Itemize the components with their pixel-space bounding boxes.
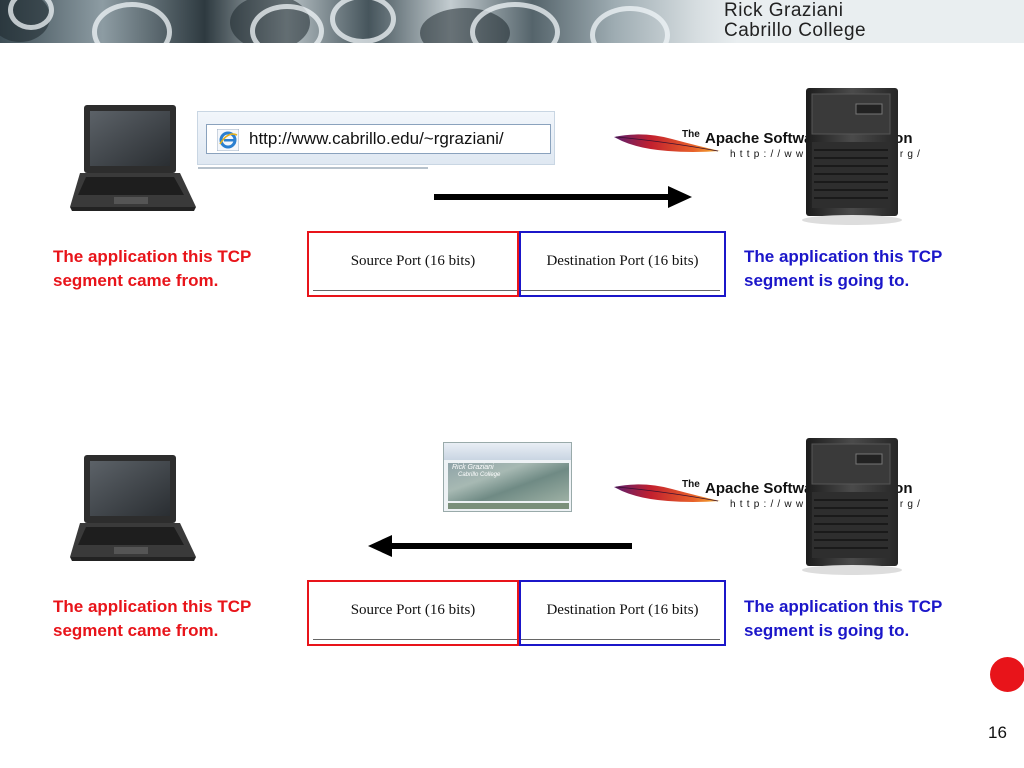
client-laptop-icon bbox=[70, 455, 196, 561]
source-port-field: Source Port (16 bits) bbox=[307, 580, 519, 646]
thumbnail-toolbar bbox=[444, 443, 571, 460]
page-number: 16 bbox=[988, 723, 1007, 742]
web-server-icon bbox=[802, 438, 902, 575]
author-name: Rick Graziani bbox=[724, 0, 844, 21]
client-laptop-icon bbox=[70, 105, 196, 211]
thumbnail-hero bbox=[448, 463, 569, 501]
banner-decoration bbox=[330, 0, 396, 43]
divider bbox=[313, 290, 517, 291]
destination-caption: The application this TCP segment is goin… bbox=[744, 597, 943, 640]
banner-decoration bbox=[8, 0, 54, 30]
banner-title: Rick Graziani Cabrillo College bbox=[724, 1, 866, 41]
logo-the: The bbox=[682, 129, 700, 140]
source-port-label: Source Port (16 bits) bbox=[350, 253, 476, 269]
thumbnail-subtitle: Cabrillo College bbox=[458, 472, 501, 478]
source-port-label: Source Port (16 bits) bbox=[350, 602, 476, 618]
thumbnail-title: Rick Graziani bbox=[452, 464, 494, 471]
source-caption: The application this TCP segment came fr… bbox=[53, 597, 252, 640]
destination-port-label: Destination Port (16 bits) bbox=[546, 602, 699, 618]
destination-port-label: Destination Port (16 bits) bbox=[546, 253, 699, 269]
arrow-right-icon bbox=[434, 186, 692, 208]
divider bbox=[521, 639, 720, 640]
record-indicator[interactable] bbox=[990, 657, 1024, 692]
apache-feather-icon bbox=[614, 134, 720, 152]
destination-caption: The application this TCP segment is goin… bbox=[744, 247, 943, 290]
banner-decoration bbox=[250, 4, 324, 43]
source-caption: The application this TCP segment came fr… bbox=[53, 247, 252, 290]
header-banner: Rick Graziani Cabrillo College bbox=[0, 0, 1024, 43]
internet-explorer-icon bbox=[217, 129, 239, 151]
banner-decoration bbox=[470, 2, 560, 43]
banner-decoration bbox=[590, 6, 670, 43]
url-field[interactable]: http://www.cabrillo.edu/~rgraziani/ bbox=[206, 124, 551, 154]
banner-decoration bbox=[92, 2, 172, 43]
destination-port-field: Destination Port (16 bits) bbox=[519, 580, 726, 646]
divider bbox=[521, 290, 720, 291]
apache-feather-icon bbox=[614, 484, 720, 502]
browser-address-bar: http://www.cabrillo.edu/~rgraziani/ bbox=[197, 111, 555, 165]
url-text: http://www.cabrillo.edu/~rgraziani/ bbox=[249, 129, 504, 148]
college-name: Cabrillo College bbox=[724, 20, 867, 41]
destination-port-field: Destination Port (16 bits) bbox=[519, 231, 726, 297]
divider bbox=[198, 167, 428, 169]
logo-the: The bbox=[682, 479, 700, 490]
arrow-left-icon bbox=[368, 535, 632, 557]
web-server-icon bbox=[802, 88, 902, 225]
divider bbox=[313, 639, 517, 640]
source-port-field: Source Port (16 bits) bbox=[307, 231, 519, 297]
thumbnail-footer bbox=[448, 503, 569, 509]
web-page-thumbnail: Rick Graziani Cabrillo College bbox=[443, 442, 572, 512]
